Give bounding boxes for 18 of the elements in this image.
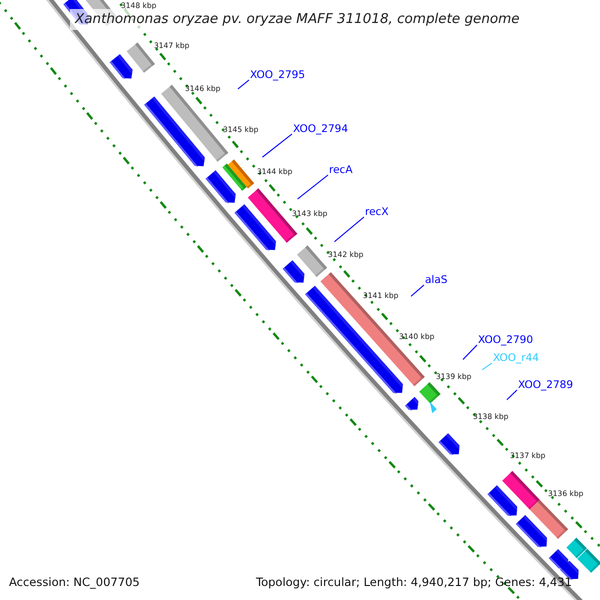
gene-label: recX — [365, 206, 389, 219]
gene-label: XOO_2790 — [478, 334, 534, 347]
leader-line — [506, 390, 518, 400]
leader-line — [297, 174, 328, 200]
gene-label: alaS — [425, 274, 448, 287]
leader-line — [237, 80, 250, 90]
leader-line — [410, 284, 424, 297]
footer-text: Accession: NC_007705 — [9, 574, 140, 590]
gene-label: XOO_r44 — [493, 352, 539, 365]
footer-text: Topology: circular; Length: 4,940,217 bp; Genes: 4,431 — [256, 574, 572, 590]
gene-label: XOO_2789 — [518, 379, 574, 392]
leader-line — [334, 216, 364, 242]
leader-line — [262, 134, 292, 158]
gene-label: XOO_2794 — [293, 123, 348, 136]
leader-line — [482, 362, 492, 370]
gene-label: recA — [329, 164, 353, 177]
gene-label: XOO_2795 — [250, 69, 306, 82]
leader-line — [462, 344, 478, 360]
